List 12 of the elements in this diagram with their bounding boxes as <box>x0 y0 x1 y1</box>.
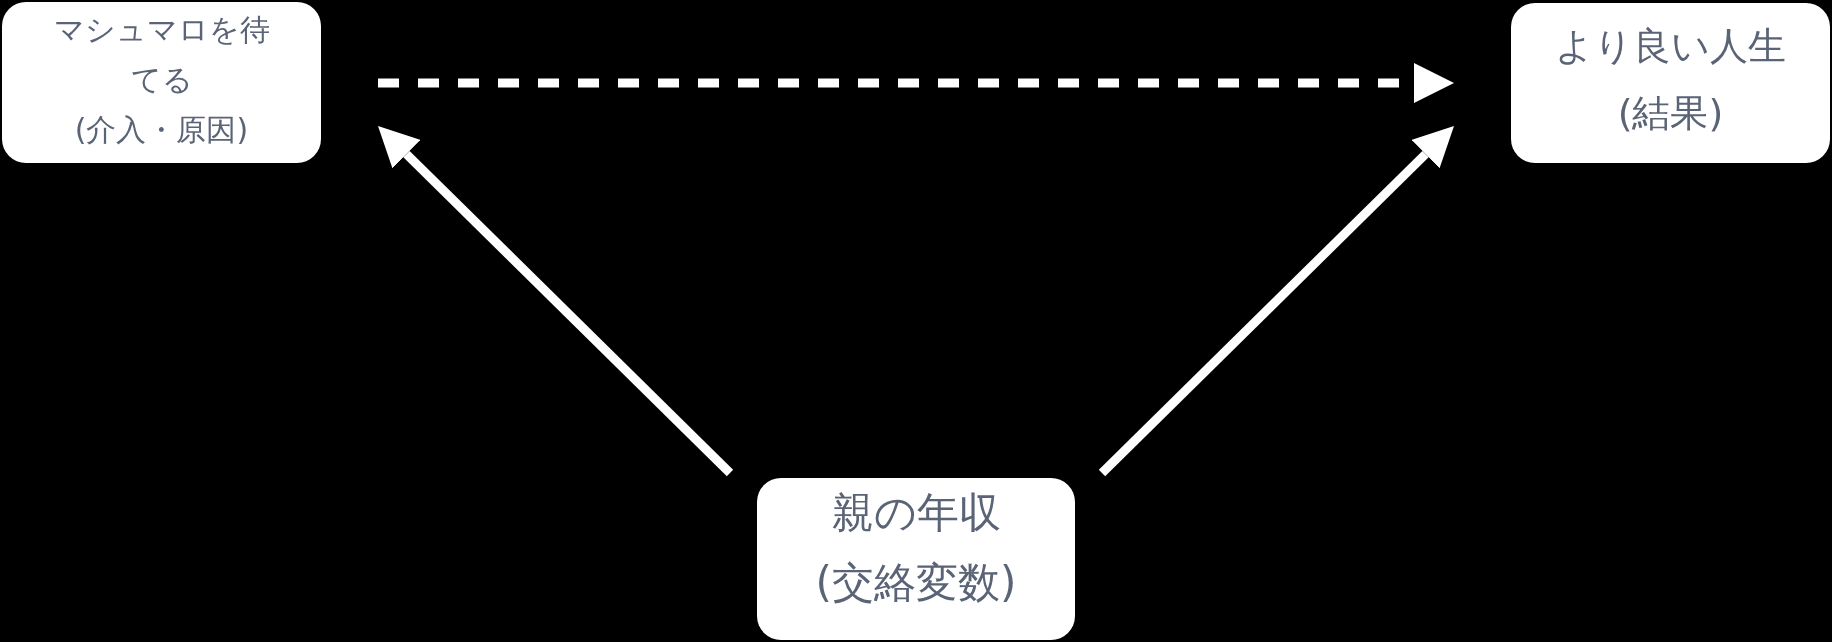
rounded-box <box>1511 3 1830 163</box>
arrow <box>1098 126 1454 477</box>
rounded-box <box>2 2 321 163</box>
node-label: (結果) <box>1617 90 1724 137</box>
node-label: 親の年収 <box>831 487 1001 539</box>
rounded-box <box>757 478 1075 640</box>
node-label: (介入・原因) <box>74 111 249 149</box>
dashed-arrow <box>378 63 1454 103</box>
arrow <box>378 126 734 477</box>
node-label: マシュマロを待てる <box>52 11 271 99</box>
node-label: (交絡変数) <box>815 557 1017 609</box>
node-label: より良い人生 <box>1555 23 1786 70</box>
